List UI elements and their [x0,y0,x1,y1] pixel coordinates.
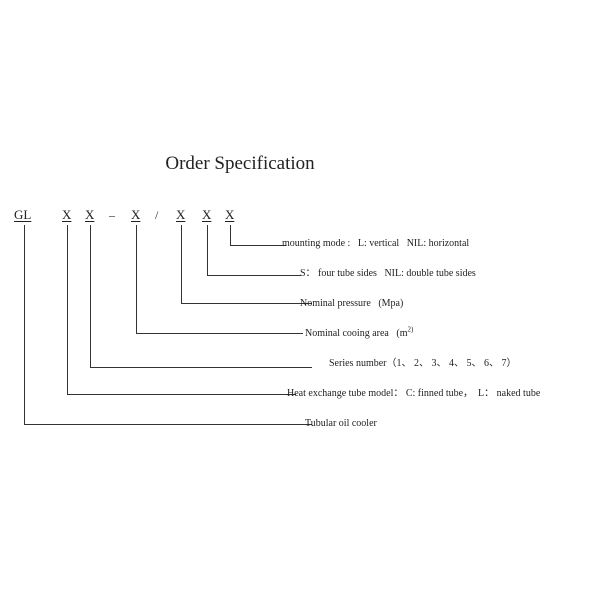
connector-series-number [90,225,312,368]
code-prefix: GL [14,207,32,222]
label-nominal-area-text: Nominal cooing area (m [305,328,408,339]
label-tubular: Tubular oil cooler [305,418,377,429]
code-x2: X [85,207,95,222]
code-dash: – [109,208,115,222]
connector-heat-exchange [67,225,296,395]
code-x5: X [202,207,212,222]
label-nominal-area: Nominal cooing area (m2) [305,325,414,340]
connector-tubular [24,225,312,425]
code-x3: X [131,207,141,222]
label-series-number: Series number（1、 2、 3、 4、 5、 6、 7） [329,358,517,369]
code-slash: / [155,208,159,222]
connector-nominal-area [136,225,303,334]
connector-nominal-pressure [181,225,312,304]
code-x4: X [176,207,186,222]
label-mounting-mode: mounting mode : L: vertical NIL: horizon… [282,238,470,249]
label-heat-exchange: Heat exchange tube model： C: finned tube… [287,388,541,399]
connector-sides [207,225,301,276]
label-nominal-area-sup: 2) [407,325,414,334]
code-x6: X [225,207,235,222]
connector-mounting-mode [230,225,286,246]
page-title: Order Specification [165,153,315,174]
label-sides: S： four tube sides NIL: double tube side… [300,268,476,279]
label-nominal-pressure: Nominal pressure (Mpa) [300,298,404,309]
code-x1: X [62,207,72,222]
